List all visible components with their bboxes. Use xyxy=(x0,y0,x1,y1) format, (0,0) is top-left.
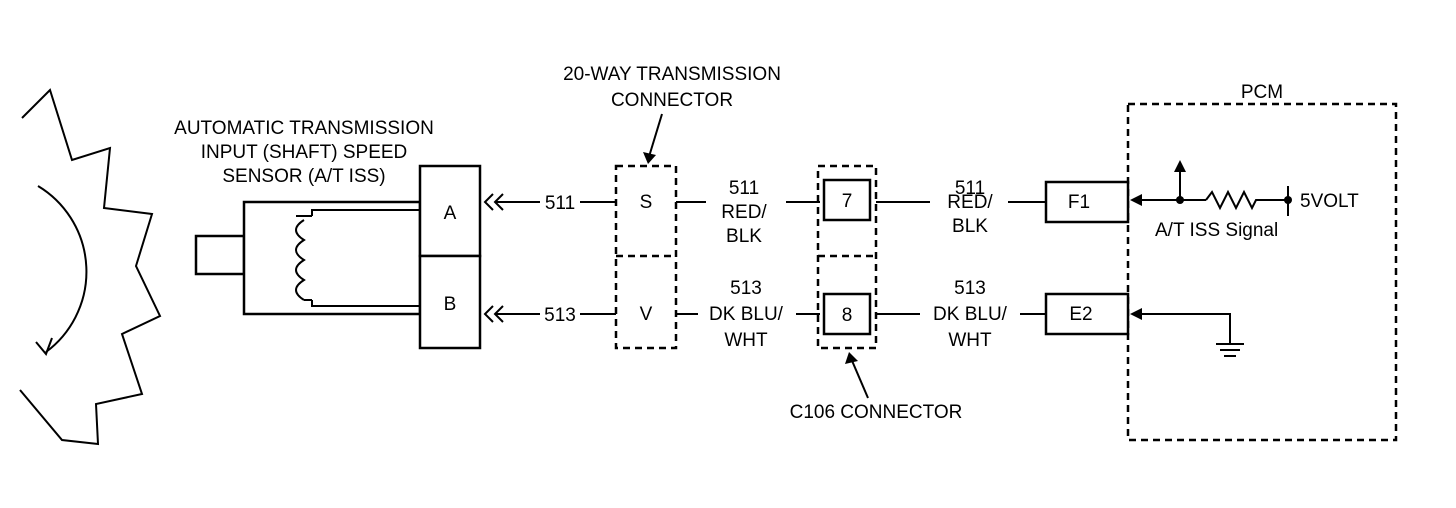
sensor-body xyxy=(242,200,422,316)
c106-label: C106 CONNECTOR xyxy=(790,402,963,423)
wire-513-color-2a: DK BLU/ xyxy=(709,304,784,325)
wire-513-label-2: 513 xyxy=(730,278,762,299)
sensor-label-line3: SENSOR (A/T ISS) xyxy=(222,166,385,187)
sensor-pin-a xyxy=(418,164,482,258)
pcm-pin-e2-label: E2 xyxy=(1069,304,1092,325)
wire-511-label-3: 511 xyxy=(955,178,985,199)
wire-513-color-3b: WHT xyxy=(948,330,992,351)
wire-511-color-2b: BLK xyxy=(726,226,762,247)
c106-pin-7-label: 7 xyxy=(842,191,853,212)
wire-511-color-3b: BLK xyxy=(952,216,988,237)
pcm-module: F1 E2 5VOLT A/T ISS Signal xyxy=(1044,102,1398,442)
transmission-connector-outline xyxy=(614,164,678,350)
wire-511-label-2: 511 xyxy=(729,178,759,199)
trans-pin-v-label: V xyxy=(640,304,653,325)
sensor-pin-b-label: B xyxy=(444,294,457,315)
trans-connector-label-line1: 20-WAY TRANSMISSION xyxy=(563,64,781,85)
c106-pin-8 xyxy=(822,292,872,336)
sensor-terminal-chevrons xyxy=(483,193,504,323)
wire-513-color-2b: WHT xyxy=(724,330,768,351)
transmission-connector: S V xyxy=(614,164,678,350)
pullup-resistor-icon xyxy=(1205,189,1288,211)
trans-connector-label-line2: CONNECTOR xyxy=(611,90,733,111)
trans-pin-s-label: S xyxy=(640,192,653,213)
reluctor-wheel xyxy=(19,88,162,446)
ground-icon xyxy=(1216,343,1244,357)
sensor-probe xyxy=(194,234,246,276)
c106-pin-8-label: 8 xyxy=(842,305,853,326)
c106-connector: 7 8 xyxy=(816,164,878,350)
wire-511-color-2a: RED/ xyxy=(721,202,767,223)
pcm-signal-label: A/T ISS Signal xyxy=(1155,220,1278,241)
pcm-pin-f1 xyxy=(1044,180,1130,224)
pcm-pin-f1-label: F1 xyxy=(1068,192,1090,213)
sensor-pin-a-label: A xyxy=(444,203,457,224)
sensor-pin-b xyxy=(418,254,482,350)
pcm-outline xyxy=(1126,102,1398,442)
wire-511-color-3a: RED/ xyxy=(947,192,993,213)
wire-513-label-3: 513 xyxy=(954,278,986,299)
pcm-ground-line xyxy=(1134,313,1231,344)
signal-up-arrow-icon xyxy=(1174,160,1186,172)
pcm-pin-e2 xyxy=(1044,292,1130,336)
pcm-label: PCM xyxy=(1241,82,1283,103)
coil-icon xyxy=(295,209,420,307)
speed-sensor: A B xyxy=(194,164,482,350)
c106-pointer-arrow xyxy=(845,352,869,399)
pcm-signal-arrow-icon xyxy=(1130,194,1142,206)
trans-connector-pointer-arrow xyxy=(643,113,663,164)
wire-513-label-1: 513 xyxy=(544,305,576,326)
c106-pin-7 xyxy=(822,178,872,222)
pcm-volt-label: 5VOLT xyxy=(1300,191,1359,212)
sensor-label-line1: AUTOMATIC TRANSMISSION xyxy=(174,118,434,139)
wire-511-label-1: 511 xyxy=(545,193,575,214)
pcm-ground-arrow-icon xyxy=(1130,308,1142,320)
sensor-label-line2: INPUT (SHAFT) SPEED xyxy=(201,142,408,163)
wire-513-color-3a: DK BLU/ xyxy=(933,304,1008,325)
